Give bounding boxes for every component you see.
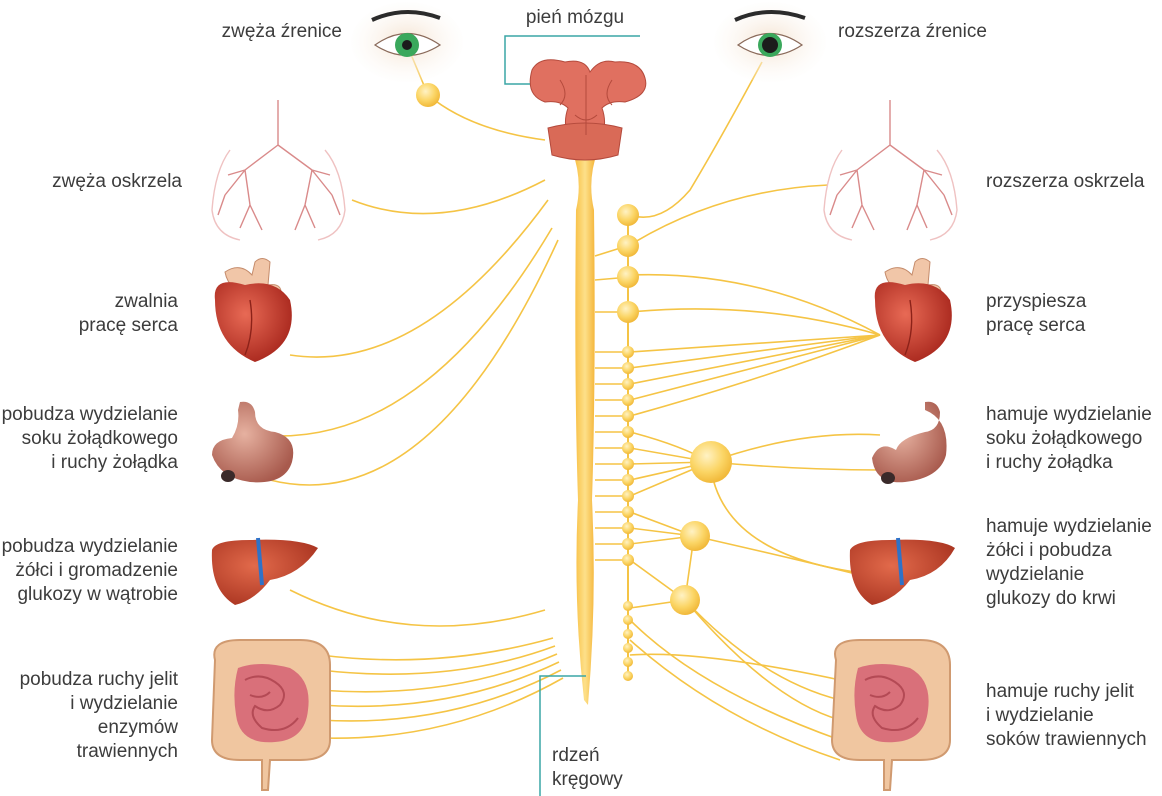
- left-heart-text-1: zwalnia: [79, 290, 178, 314]
- brainstem-label-text: pień mózgu: [505, 6, 645, 30]
- left-heart-label: zwalnia pracę serca: [79, 290, 178, 338]
- right-stomach-text-1: hamuje wydzielanie: [986, 403, 1152, 427]
- left-liver-text-2: żółci i gromadzenie: [2, 559, 178, 583]
- left-lungs: [212, 100, 345, 240]
- left-eye: [351, 2, 463, 82]
- right-liver: [850, 538, 955, 605]
- right-liver-text-1: hamuje wydzielanie: [986, 515, 1152, 539]
- right-heart-text-1: przyspiesza: [986, 290, 1086, 314]
- left-heart-text-2: pracę serca: [79, 314, 178, 338]
- left-intestine-text-1: pobudza ruchy jelit: [20, 668, 178, 692]
- right-intestine-text-3: soków trawiennych: [986, 728, 1147, 752]
- left-intestine-text-4: trawiennych: [20, 740, 178, 764]
- right-intestine: [832, 640, 950, 790]
- brainstem-label: pień mózgu: [505, 6, 645, 30]
- left-stomach-text-3: i ruchy żołądka: [2, 451, 178, 475]
- left-intestine-text-2: i wydzielanie: [20, 692, 178, 716]
- left-liver-text-1: pobudza wydzielanie: [2, 535, 178, 559]
- right-lungs-text: rozszerza oskrzela: [986, 170, 1144, 194]
- left-stomach-label: pobudza wydzielanie soku żołądkowego i r…: [2, 403, 178, 475]
- right-stomach-label: hamuje wydzielanie soku żołądkowego i ru…: [986, 403, 1152, 475]
- right-stomach-text-3: i ruchy żołądka: [986, 451, 1152, 475]
- right-lungs-label: rozszerza oskrzela: [986, 170, 1144, 194]
- right-eye-label: rozszerza źrenice: [838, 20, 987, 44]
- right-eye-text: rozszerza źrenice: [838, 20, 987, 44]
- left-lungs-label: zwęża oskrzela: [52, 170, 182, 194]
- left-heart: [215, 259, 292, 363]
- right-heart-label: przyspiesza pracę serca: [986, 290, 1086, 338]
- right-stomach-text-2: soku żołądkowego: [986, 427, 1152, 451]
- right-liver-text-2: żółci i pobudza: [986, 539, 1152, 563]
- left-lungs-text: zwęża oskrzela: [52, 170, 182, 194]
- right-liver-text-4: glukozy do krwi: [986, 587, 1152, 611]
- right-lungs: [824, 100, 957, 240]
- right-eye: [714, 2, 826, 82]
- right-liver-label: hamuje wydzielanie żółci i pobudza wydzi…: [986, 515, 1152, 611]
- left-eye-label: zwęża źrenice: [222, 20, 342, 44]
- left-nerve-fibers: [260, 52, 563, 738]
- left-liver-label: pobudza wydzielanie żółci i gromadzenie …: [2, 535, 178, 607]
- right-liver-text-3: wydzielanie: [986, 563, 1152, 587]
- right-heart-text-2: pracę serca: [986, 314, 1086, 338]
- right-intestine-text-1: hamuje ruchy jelit: [986, 680, 1147, 704]
- left-intestine: [212, 640, 330, 790]
- spinal-cord: [572, 150, 598, 705]
- left-intestine-text-3: enzymów: [20, 716, 178, 740]
- ciliary-ganglion: [416, 83, 440, 107]
- right-intestine-label: hamuje ruchy jelit i wydzielanie soków t…: [986, 680, 1147, 752]
- left-intestine-label: pobudza ruchy jelit i wydzielanie enzymó…: [20, 668, 178, 764]
- right-heart: [875, 259, 952, 363]
- right-stomach: [872, 402, 947, 484]
- right-intestine-text-2: i wydzielanie: [986, 704, 1147, 728]
- left-stomach-text-1: pobudza wydzielanie: [2, 403, 178, 427]
- left-stomach-text-2: soku żołądkowego: [2, 427, 178, 451]
- spinal-cord-label: rdzeń kręgowy: [552, 744, 623, 792]
- left-eye-text: zwęża źrenice: [222, 20, 342, 44]
- brainstem: [530, 60, 646, 160]
- spinal-cord-label-line-1: rdzeń: [552, 744, 623, 768]
- spinal-cord-label-line-2: kręgowy: [552, 768, 623, 792]
- left-liver-text-3: glukozy w wątrobie: [2, 583, 178, 607]
- left-stomach: [212, 402, 293, 483]
